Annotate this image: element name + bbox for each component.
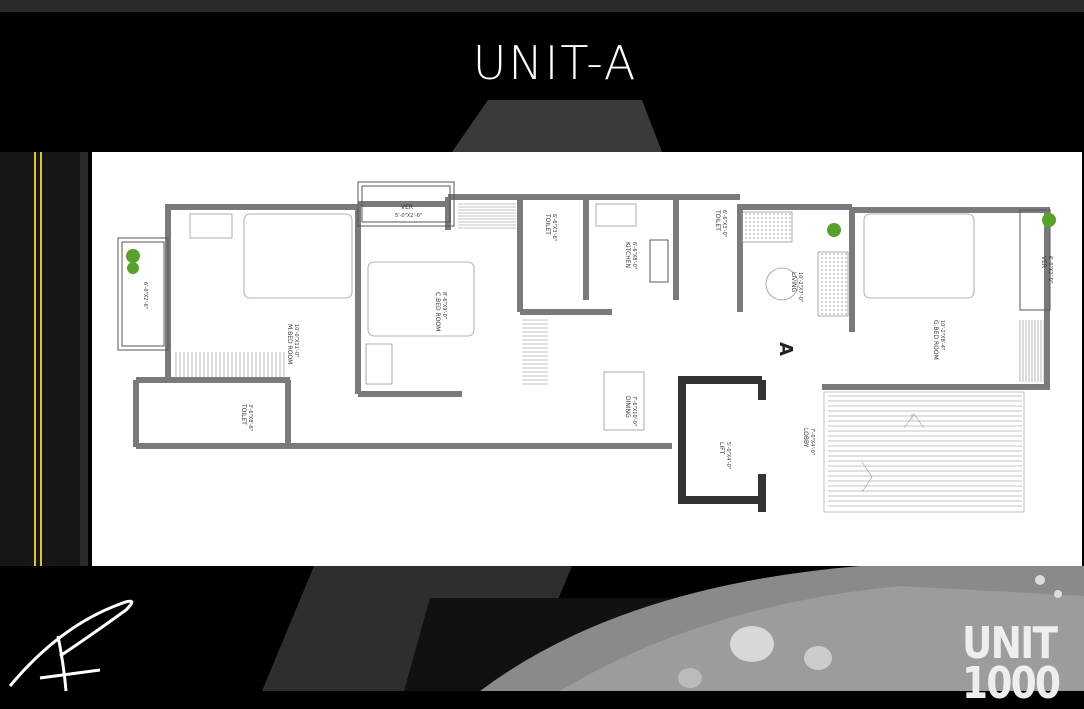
room-label-ver-right: VER [1040,256,1047,268]
room-size-cbed: 8'-6"X9'-0" [441,292,447,319]
room-label-living: LIVING [790,272,797,292]
footer-band [0,566,1084,691]
page-title: UNIT-A [472,36,638,90]
room-size-kitchen: 6'-6"X8'-0" [631,242,637,269]
plant-icons [126,213,1056,274]
room-label-mbed: M.BED ROOM [286,324,293,364]
room-labels: VER 5'-0"X2'-0" M.BED ROOM 10'-0"X11'-0"… [142,204,1053,469]
room-size-lift: 5'-0"X4'-0" [725,442,731,469]
header-decoration [452,100,662,152]
balconies [117,181,1051,351]
room-size-toilet-3: 3'-6"X8'-6" [247,404,253,431]
brand-logo-line-1: UNIT [962,618,1058,669]
room-size-toilet-1: 6'-6"X3'-6" [551,214,557,241]
room-label-toilet-3: TOILET [240,403,247,425]
room-size-ver-right: 6'-0"X2'-0" [1047,256,1053,283]
room-size-ver-top: 5'-0"X2'-0" [395,213,422,219]
furniture [189,203,975,431]
lift-core [678,376,766,512]
stair-steps [175,203,1048,507]
room-size-mbed: 10'-0"X11'-0" [293,324,299,357]
room-size-living: 10'-2"X7'-0" [797,272,803,302]
room-label-ver-top: VER [401,204,413,211]
top-strip [0,0,1084,12]
room-size-gbed: 10'-2"X8'-4" [939,320,945,350]
walls [133,194,1050,449]
room-label-dining: DINING [624,396,631,418]
room-label-lift: LIFT [718,442,725,454]
room-label-kitchen: KITCHEN [624,242,631,268]
main-staircase [823,391,1025,513]
unit-marker: A [775,342,796,356]
room-size-ver-left: 6'-0"X2'-6" [142,282,148,309]
room-label-gbed: G.BED ROOM [932,320,939,360]
road-strip [0,152,88,566]
room-size-lobby: 7'-0"X4'-0" [809,428,815,455]
footer-graphics [0,566,1084,691]
room-label-lobby: LOBBY [802,428,809,448]
room-size-dining: 7'-6"X10'-0" [631,396,637,426]
brand-logo: UNIT 1000 [962,618,1061,709]
brand-logo-line-2: 1000 [962,658,1061,709]
room-label-toilet-2: TOILET [714,209,721,231]
room-size-toilet-2: 6'-6"X3'-0" [721,210,727,237]
room-label-toilet-1: TOILET [544,213,551,235]
room-label-cbed: C.BED ROOM [434,292,441,331]
floor-plan-drawing: A VER 5'-0"X2'-0" M.BED ROOM 10'-0"X11'-… [117,181,1056,513]
floor-plan: A VER 5'-0"X2'-0" M.BED ROOM 10'-0"X11'-… [92,152,1082,566]
